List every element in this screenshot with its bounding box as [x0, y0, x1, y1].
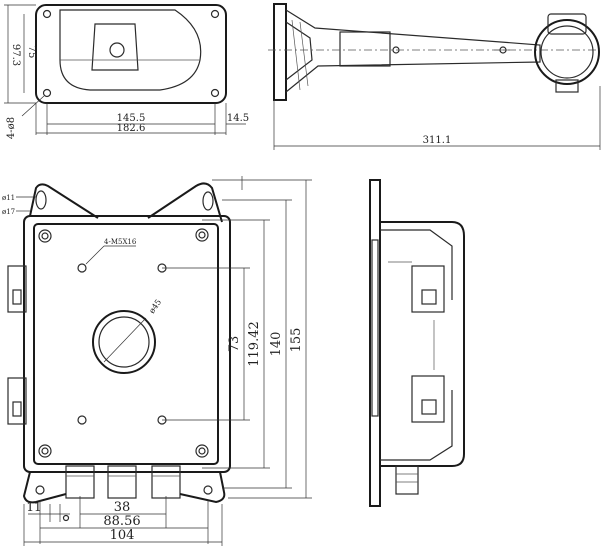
screw-icon	[38, 444, 52, 458]
profile-gland	[395, 465, 419, 495]
front-ear-top-left	[29, 183, 99, 219]
dim-holes: 4-ø8	[6, 117, 17, 139]
cable-gland	[107, 465, 137, 499]
front-view: ø45 4-M5X16 ø11 ø17 73 119.	[2, 176, 312, 546]
m5-hole-icon	[77, 263, 87, 273]
cable-gland	[65, 465, 95, 499]
side-profile-view	[369, 179, 465, 507]
dim-screw-callout: 4-M5X16	[104, 238, 137, 246]
arm-body	[285, 9, 541, 93]
dim-height-inner: 75	[26, 46, 37, 59]
dim-height-outer: 97.3	[10, 44, 21, 66]
profile-latch	[411, 265, 445, 313]
side-latch	[7, 265, 27, 313]
dim-phi11: ø11	[2, 194, 15, 202]
mount-hole-icon	[42, 9, 52, 19]
dim-h-small: 11	[26, 500, 41, 514]
screw-icon	[195, 444, 209, 458]
front-foot-right	[179, 471, 226, 504]
center-cable-hole	[92, 310, 156, 374]
front-box-body	[23, 215, 231, 473]
dim-center-hole: ø45	[147, 298, 163, 315]
dim-edge: 14.5	[227, 113, 249, 124]
keyhole-icon	[202, 191, 214, 211]
top-view: 97.3 75 4-ø8 145.5 182.6 14.5	[4, 4, 249, 139]
front-box-cover	[33, 223, 219, 465]
arm-side-view: 311.1	[268, 3, 601, 150]
mount-hole-icon	[42, 88, 52, 98]
top-view-shell	[59, 9, 202, 91]
dim-phi17: ø17	[2, 208, 15, 216]
dim-v2: 119.42	[247, 321, 262, 367]
side-latch	[7, 377, 27, 425]
top-view-plate	[35, 4, 227, 104]
profile-latch	[411, 375, 445, 423]
dim-v3: 140	[269, 332, 284, 357]
dim-width: 182.6	[117, 123, 146, 134]
front-ear-top-right	[147, 182, 223, 223]
mount-hole-icon	[210, 9, 220, 19]
dim-v4: 155	[289, 328, 304, 353]
top-view-block	[91, 23, 139, 71]
dim-h-38: 38	[114, 500, 131, 515]
dim-h-104: 104	[110, 528, 135, 543]
dim-hole-spacing: 145.5	[117, 113, 146, 124]
arm-wall-plate	[273, 3, 287, 101]
front-foot-left	[22, 471, 67, 504]
arm-label-plate	[339, 31, 391, 67]
arm-end-cap	[534, 19, 600, 85]
cable-gland	[151, 465, 181, 499]
keyhole-icon	[35, 190, 47, 210]
screw-icon	[195, 228, 209, 242]
mount-hole-icon	[210, 88, 220, 98]
dim-length: 311.1	[423, 135, 452, 146]
profile-box	[380, 221, 465, 467]
dim-h-88: 88.56	[103, 514, 140, 529]
top-view-screw	[109, 42, 125, 58]
dim-v1: 73	[227, 336, 242, 353]
m5-hole-icon	[77, 415, 87, 425]
profile-wall-plate	[369, 179, 381, 507]
screw-icon	[38, 229, 52, 243]
